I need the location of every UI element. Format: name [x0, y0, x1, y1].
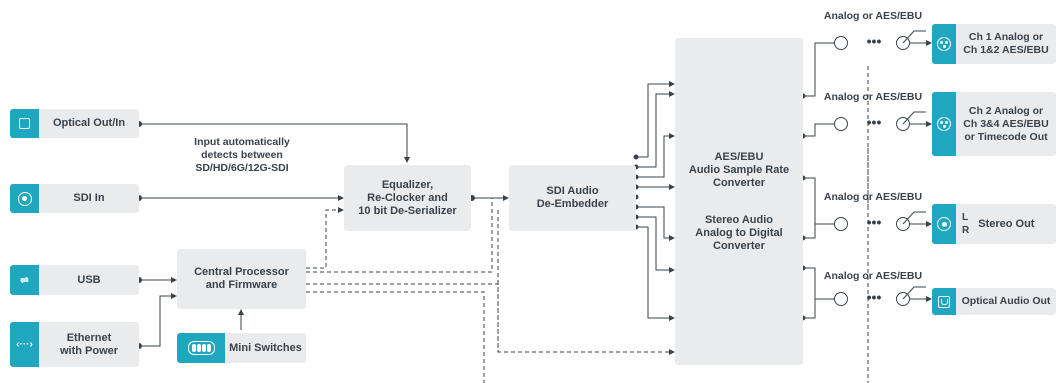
- channel-chain-3: [834, 211, 932, 231]
- channel-label-4: Analog or AES/EBU: [823, 270, 923, 282]
- output-stereo: L R Stereo Out: [932, 204, 1056, 244]
- channel-label-3: Analog or AES/EBU: [823, 191, 923, 203]
- xlr-connector-icon: [932, 24, 956, 64]
- ethernet-icon: ‹···›: [10, 322, 39, 367]
- dip-switch-icon: [177, 333, 225, 363]
- converter-bottom-label: Stereo Audio Analog to Digital Converter: [695, 213, 783, 252]
- ch2-label: Ch 2 Analog or Ch 3&4 AES/EBU or Timecod…: [963, 104, 1049, 143]
- cpu-block: Central Processor and Firmware: [177, 249, 306, 309]
- optical-audio-label: Optical Audio Out: [961, 295, 1051, 307]
- channel-chain-4: [834, 286, 932, 306]
- stereo-lr: L R: [962, 212, 970, 236]
- dots-4: •••: [866, 289, 882, 305]
- optical-label: Optical Out/In: [52, 117, 126, 129]
- dots-2: •••: [866, 114, 882, 130]
- ethernet-label: Ethernet with Power: [59, 331, 119, 357]
- ch1-label: Ch 1 Analog or Ch 1&2 AES/EBU: [963, 31, 1049, 56]
- rca-connector-icon: [932, 204, 956, 244]
- deembedder-block: SDI Audio De-Embedder: [509, 165, 636, 231]
- dots-3: •••: [866, 214, 882, 230]
- output-optical-audio: Optical Audio Out: [932, 288, 1056, 315]
- output-ch2: Ch 2 Analog or Ch 3&4 AES/EBU or Timecod…: [932, 92, 1056, 156]
- output-ch1: Ch 1 Analog or Ch 1&2 AES/EBU: [932, 24, 1056, 64]
- equalizer-block: Equalizer, Re-Clocker and 10 bit De-Seri…: [344, 165, 471, 231]
- converter-top-label: AES/EBU Audio Sample Rate Converter: [688, 150, 790, 189]
- optical-port-icon: [10, 109, 39, 138]
- channel-label-2: Analog or AES/EBU: [823, 91, 923, 103]
- sdi-in-port: SDI In: [10, 184, 139, 213]
- mini-switches: Mini Switches: [177, 333, 306, 363]
- usb-label: USB: [77, 273, 101, 286]
- xlr-connector-icon: [932, 92, 956, 156]
- stereo-label: Stereo Out: [978, 217, 1035, 230]
- usb-port: ⇌ USB: [10, 265, 139, 295]
- usb-icon: ⇌: [10, 265, 39, 295]
- sdi-label: SDI In: [73, 192, 105, 204]
- detect-note: Input automatically detects between SD/H…: [194, 136, 290, 174]
- dots-1: •••: [866, 33, 882, 49]
- channel-label-1: Analog or AES/EBU: [823, 10, 923, 22]
- sdi-connector-icon: [10, 184, 39, 213]
- toslink-icon: [932, 288, 956, 315]
- switches-label: Mini Switches: [229, 341, 302, 354]
- converter-block: AES/EBU Audio Sample Rate Converter Ster…: [675, 38, 803, 365]
- ethernet-port: ‹···› Ethernet with Power: [10, 322, 139, 367]
- optical-out-in-port: Optical Out/In: [10, 109, 139, 138]
- channel-chain-2: [834, 111, 932, 131]
- channel-chain-1: [834, 30, 932, 50]
